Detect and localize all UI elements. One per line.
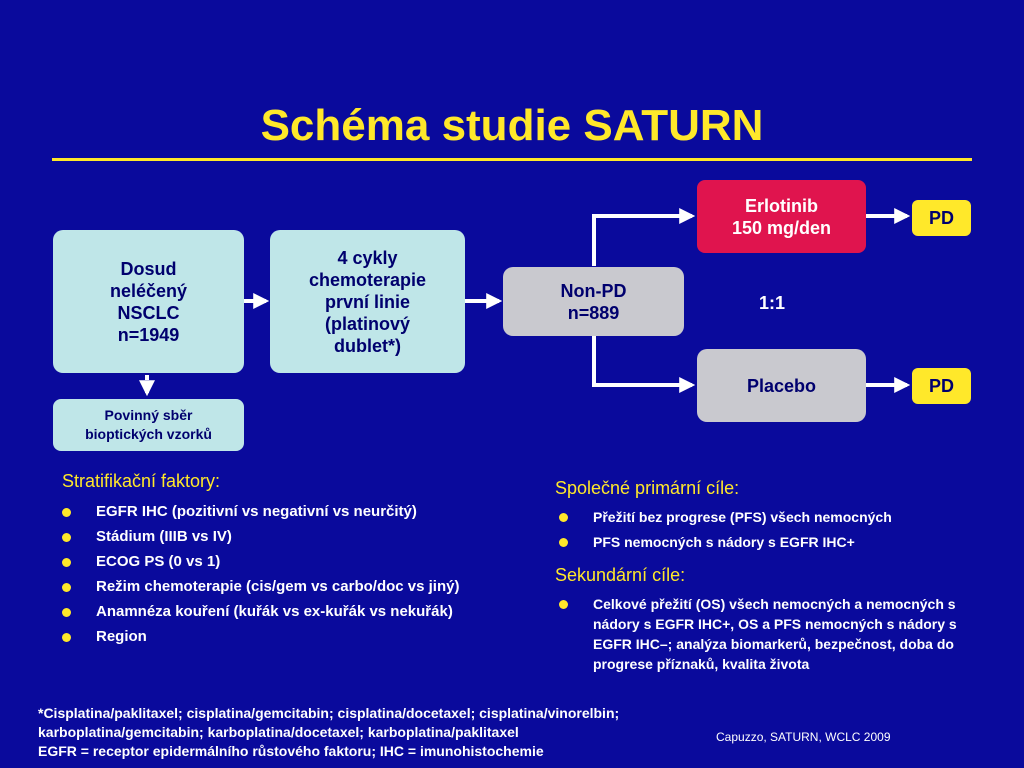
secondary-endpoints-heading: Sekundární cíle:: [555, 565, 686, 585]
bullet-icon: [62, 558, 71, 567]
stratification-heading: Stratifikační faktory:: [62, 471, 221, 491]
bullet-icon: [559, 600, 568, 609]
list-item: Anamnéza kouření (kuřák vs ex-kuřák vs n…: [58, 602, 528, 622]
patients-box: Dosud neléčený NSCLC n=1949: [53, 230, 244, 373]
footnote: *Cisplatina/paklitaxel; cisplatina/gemci…: [38, 705, 620, 759]
list-item: Režim chemoterapie (cis/gem vs carbo/doc…: [58, 577, 528, 597]
non-pd-box: Non-PD n=889: [503, 267, 684, 336]
chemotherapy-box: 4 cykly chemoterapie první linie (platin…: [270, 230, 465, 373]
pd-top-box: PD: [912, 200, 971, 236]
bullet-icon: [62, 583, 71, 592]
randomization-ratio: 1:1: [758, 292, 785, 313]
page-title: Schéma studie SATURN: [260, 101, 764, 150]
secondary-endpoints-list: Celkové přežití (OS) všech nemocných a n…: [555, 594, 975, 679]
title-underline: [52, 158, 972, 161]
list-item: Stádium (IIIB vs IV): [58, 527, 528, 547]
list-item: Celkové přežití (OS) všech nemocných a n…: [555, 594, 975, 674]
list-item: PFS nemocných s nádory s EGFR IHC+: [555, 532, 995, 552]
list-item: Region: [58, 627, 528, 647]
stratification-list: EGFR IHC (pozitivní vs negativní vs neur…: [58, 502, 528, 652]
bullet-icon: [62, 608, 71, 617]
biopsy-box: Povinný sběr bioptických vzorků: [53, 399, 244, 451]
erlotinib-box: Erlotinib 150 mg/den: [697, 180, 866, 253]
arrow-nonpd-to-placebo: [592, 336, 696, 393]
bullet-icon: [62, 633, 71, 642]
bullet-icon: [559, 538, 568, 547]
pd-bottom-box: PD: [912, 368, 971, 404]
arrow-nonpd-to-erlotinib: [592, 208, 696, 266]
primary-endpoints-list: Přežití bez progrese (PFS) všech nemocný…: [555, 507, 995, 557]
primary-endpoints-heading: Společné primární cíle:: [555, 478, 740, 498]
bullet-icon: [559, 513, 568, 522]
bullet-icon: [62, 533, 71, 542]
list-item: Přežití bez progrese (PFS) všech nemocný…: [555, 507, 995, 527]
placebo-box: Placebo: [697, 349, 866, 422]
list-item: EGFR IHC (pozitivní vs negativní vs neur…: [58, 502, 528, 522]
citation: Capuzzo, SATURN, WCLC 2009: [716, 730, 891, 744]
list-item: ECOG PS (0 vs 1): [58, 552, 528, 572]
bullet-icon: [62, 508, 71, 517]
